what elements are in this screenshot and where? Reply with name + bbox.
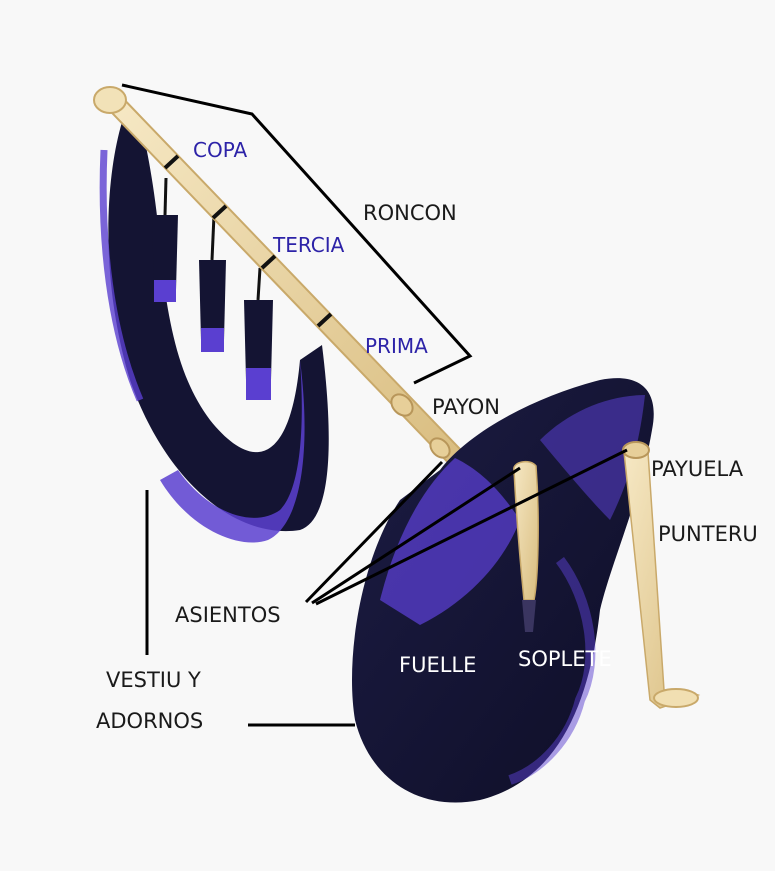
label-adornos: ADORNOS (96, 708, 203, 734)
label-payuela: PAYUELA (651, 456, 743, 482)
label-copa: COPA (193, 137, 247, 163)
label-prima: PRIMA (365, 333, 428, 359)
label-vestiu: VESTIU Y (106, 667, 201, 693)
label-asientos: ASIENTOS (175, 602, 281, 628)
label-roncon: RONCON (363, 200, 457, 226)
label-punteru: PUNTERU (658, 521, 758, 547)
label-fuelle: FUELLE (399, 652, 476, 678)
label-payon: PAYON (432, 394, 500, 420)
label-tercia: TERCIA (273, 232, 344, 258)
label-soplete: SOPLETE (518, 646, 612, 672)
